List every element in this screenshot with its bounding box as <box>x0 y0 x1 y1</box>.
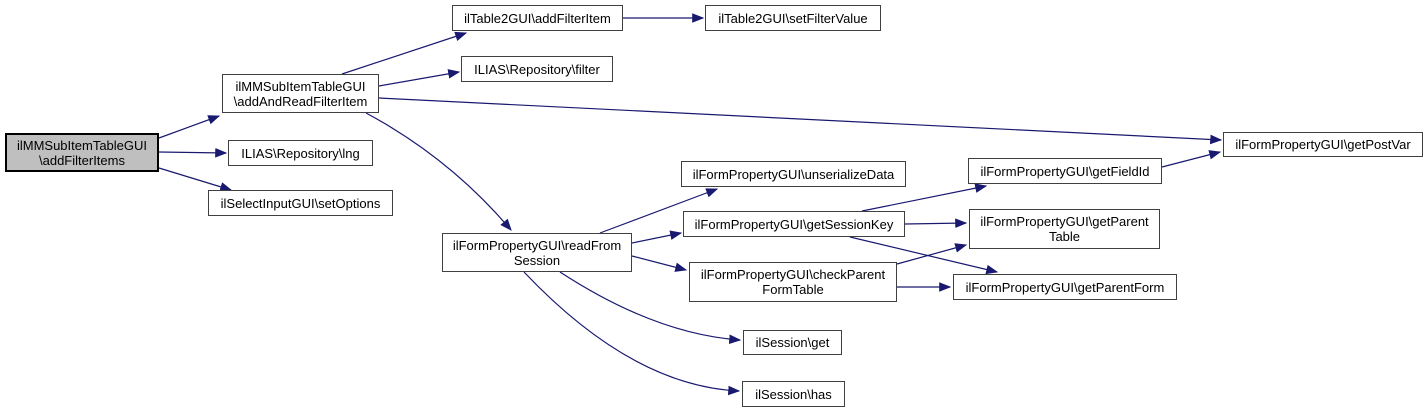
graph-node-sessionGet[interactable]: ilSession\get <box>743 330 842 355</box>
graph-node-label: ilSession\has <box>755 386 832 402</box>
graph-node-getFieldId[interactable]: ilFormPropertyGUI\getFieldId <box>968 158 1162 184</box>
graph-node-getParentForm[interactable]: ilFormPropertyGUI\getParentForm <box>953 274 1177 300</box>
edge-addAndReadFilterItem-getPostVar <box>378 97 1223 145</box>
graph-node-label: ilSession\get <box>755 335 830 350</box>
graph-node-label: ilFormPropertyGUI\readFrom <box>452 237 622 253</box>
graph-node-setFilterValue[interactable]: ilTable2GUI\setFilterValue <box>705 5 881 31</box>
graph-node-label: ilTable2GUI\setFilterValue <box>718 10 868 26</box>
graph-node-repositoryLng[interactable]: ILIAS\Repository\lng <box>228 140 373 166</box>
graph-node-label: ilFormPropertyGUI\getParent <box>980 214 1149 229</box>
graph-node-label: Table <box>1048 229 1081 244</box>
graph-node-label: ilFormPropertyGUI\getPostVar <box>1235 137 1411 152</box>
edge-addFilterItems-setOptions <box>158 167 233 192</box>
graph-node-label: ilMMSubItemTableGUI <box>235 78 366 94</box>
graph-node-label: FormTable <box>762 282 824 297</box>
edge-readFromSession-checkParentFormTable <box>631 255 688 272</box>
graph-node-addAndReadFilterItem[interactable]: ilMMSubItemTableGUI\addAndReadFilterItem <box>222 74 379 113</box>
edge-readFromSession-getSessionKey <box>631 230 683 244</box>
edge-addFilterItems-repositoryLng <box>158 148 228 158</box>
edge-getFieldId-getPostVar <box>1161 150 1222 168</box>
graph-node-unserializeData[interactable]: ilFormPropertyGUI\unserializeData <box>681 161 906 187</box>
graph-node-label: ilSelectInputGUI\setOptions <box>220 195 381 211</box>
graph-node-addFilterItems: ilMMSubItemTableGUI\addFilterItems <box>5 133 159 172</box>
graph-node-label: ilFormPropertyGUI\checkParent <box>700 267 886 282</box>
edge-addAndReadFilterItem-addFilterItem <box>341 31 468 75</box>
graph-node-label: ilFormPropertyGUI\unserializeData <box>692 166 895 182</box>
edge-getSessionKey-getParentTable <box>904 218 968 228</box>
edge-readFromSession-unserializeData <box>599 188 719 234</box>
edge-checkParentFormTable-getParentTable <box>896 243 968 265</box>
graph-node-label: ilTable2GUI\addFilterItem <box>464 10 611 26</box>
graph-node-setOptions[interactable]: ilSelectInputGUI\setOptions <box>208 190 393 216</box>
edge-addAndReadFilterItem-readFromSession <box>365 112 512 231</box>
graph-node-repositoryFilter[interactable]: ILIAS\Repository\filter <box>461 56 613 82</box>
graph-node-getSessionKey[interactable]: ilFormPropertyGUI\getSessionKey <box>683 211 905 237</box>
graph-node-label: Session <box>513 252 561 268</box>
edge-getSessionKey-getParentForm <box>849 236 999 275</box>
graph-node-label: ilFormPropertyGUI\getFieldId <box>980 163 1150 179</box>
edge-addAndReadFilterItem-repositoryFilter <box>378 69 461 87</box>
graph-node-getPostVar[interactable]: ilFormPropertyGUI\getPostVar <box>1223 132 1423 157</box>
edge-addFilterItems-addAndReadFilterItem <box>158 115 221 139</box>
graph-node-label: ilMMSubItemTableGUI <box>16 137 148 153</box>
graph-node-sessionHas[interactable]: ilSession\has <box>742 381 845 407</box>
edge-readFromSession-sessionGet <box>559 271 742 345</box>
edge-getSessionKey-getFieldId <box>861 183 988 212</box>
graph-node-label: ilFormPropertyGUI\getSessionKey <box>694 216 894 232</box>
edge-readFromSession-sessionHas <box>523 271 741 396</box>
graph-node-label: \addAndReadFilterItem <box>233 93 368 109</box>
graph-node-label: \addFilterItems <box>39 152 125 168</box>
graph-node-label: ILIAS\Repository\lng <box>241 145 360 161</box>
graph-node-label: ilFormPropertyGUI\getParentForm <box>965 279 1165 295</box>
graph-node-addFilterItem[interactable]: ilTable2GUI\addFilterItem <box>452 5 623 31</box>
graph-node-label: ILIAS\Repository\filter <box>474 61 600 77</box>
